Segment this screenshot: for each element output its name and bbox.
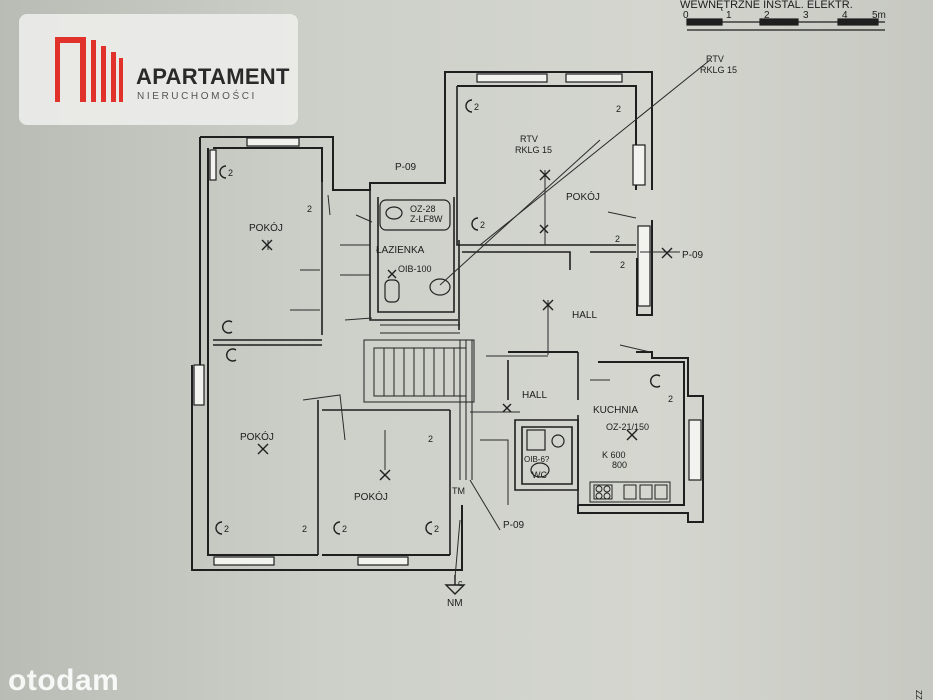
p09-top-label: P-09 bbox=[395, 162, 417, 173]
k800-label: 800 bbox=[612, 460, 627, 470]
scale-tick-1: 1 bbox=[726, 10, 732, 21]
socket-2-j: 2 bbox=[302, 524, 307, 534]
socket-2-l: 2 bbox=[434, 524, 439, 534]
side-number: ZZ44 bbox=[914, 690, 923, 700]
room-label-hall-upper: HALL bbox=[572, 310, 597, 321]
room-label-wc: WC bbox=[532, 470, 547, 480]
room-label-lazienka: ŁAZIENKA bbox=[376, 245, 425, 256]
socket-2-m: 2 bbox=[668, 394, 673, 404]
socket-2-d: 2 bbox=[307, 204, 312, 214]
staircase bbox=[363, 324, 475, 480]
scale-tick-2: 2 bbox=[764, 10, 770, 21]
scale-tick-5: 5m bbox=[872, 10, 886, 21]
rtv-mid-label: RTV bbox=[520, 134, 538, 144]
logo-subtitle: NIERUCHOMOŚCI bbox=[137, 91, 257, 102]
kitchen-counter bbox=[589, 481, 671, 503]
k600-label: K 600 bbox=[602, 450, 626, 460]
socket-marks bbox=[215, 99, 661, 535]
room-label-pokoj-bottom-left: POKÓJ bbox=[240, 430, 274, 443]
scale-tick-4: 4 bbox=[842, 10, 848, 21]
rklg-mid-label: RKLG 15 bbox=[515, 145, 552, 155]
scale-tick-0: 0 bbox=[683, 10, 689, 21]
nm-label: NM bbox=[447, 598, 463, 609]
oib100-label: OIB-100 bbox=[398, 264, 432, 274]
header-text: WEWNĘTRZNE INSTAL. ELEKTR. bbox=[680, 0, 853, 11]
socket-2-b: 2 bbox=[474, 102, 479, 112]
logo-title: APARTAMENT bbox=[136, 64, 290, 89]
p09-bottom-label: P-09 bbox=[503, 520, 525, 531]
tm-label: TM bbox=[452, 486, 465, 496]
socket-numbers: 2 2 2 2 2 2 2 2 2 2 2 2 2 bbox=[224, 102, 673, 534]
interior-walls bbox=[213, 86, 636, 555]
windows bbox=[193, 73, 702, 566]
room-label-pokoj-bottom-center: POKÓJ bbox=[354, 490, 388, 503]
outer-walls bbox=[191, 71, 704, 571]
site-watermark: otodam bbox=[8, 664, 120, 697]
room-label-kuchnia: KUCHNIA bbox=[593, 405, 638, 416]
rklg-top-label: RKLG 15 bbox=[700, 65, 737, 75]
oib-wc-label: OIB-6? bbox=[524, 455, 550, 464]
socket-2-h: 2 bbox=[428, 434, 433, 444]
room-label-pokoj-top-left: POKÓJ bbox=[249, 221, 283, 234]
wiring bbox=[267, 59, 711, 579]
ground-symbol bbox=[444, 575, 466, 595]
logo-box: APARTAMENT NIERUCHOMOŚCI bbox=[19, 14, 298, 125]
lamp-marks bbox=[257, 169, 673, 481]
socket-2-c: 2 bbox=[616, 104, 621, 114]
bathroom-fixtures bbox=[379, 199, 565, 478]
scale-bar bbox=[686, 18, 885, 31]
oz-kuchnia-label: OZ-21/150 bbox=[606, 422, 649, 432]
socket-2-e: 2 bbox=[480, 220, 485, 230]
lf8w-label: Z-LF8W bbox=[410, 214, 443, 224]
socket-2-f: 2 bbox=[615, 234, 620, 244]
oz-lazienka-label: OZ-28 bbox=[410, 204, 436, 214]
socket-2-i: 2 bbox=[224, 524, 229, 534]
socket-2-g: 2 bbox=[620, 260, 625, 270]
room-label-hall-lower: HALL bbox=[522, 390, 547, 401]
p09-right-label: P-09 bbox=[682, 250, 704, 261]
nm-c-label: c bbox=[458, 578, 463, 588]
scale-tick-3: 3 bbox=[803, 10, 809, 21]
rtv-top-label: RTV bbox=[706, 54, 724, 64]
socket-2-k: 2 bbox=[342, 524, 347, 534]
socket-2-a: 2 bbox=[228, 168, 233, 178]
building-logo-icon bbox=[55, 37, 123, 102]
room-label-pokoj-top-right: POKÓJ bbox=[566, 190, 600, 203]
